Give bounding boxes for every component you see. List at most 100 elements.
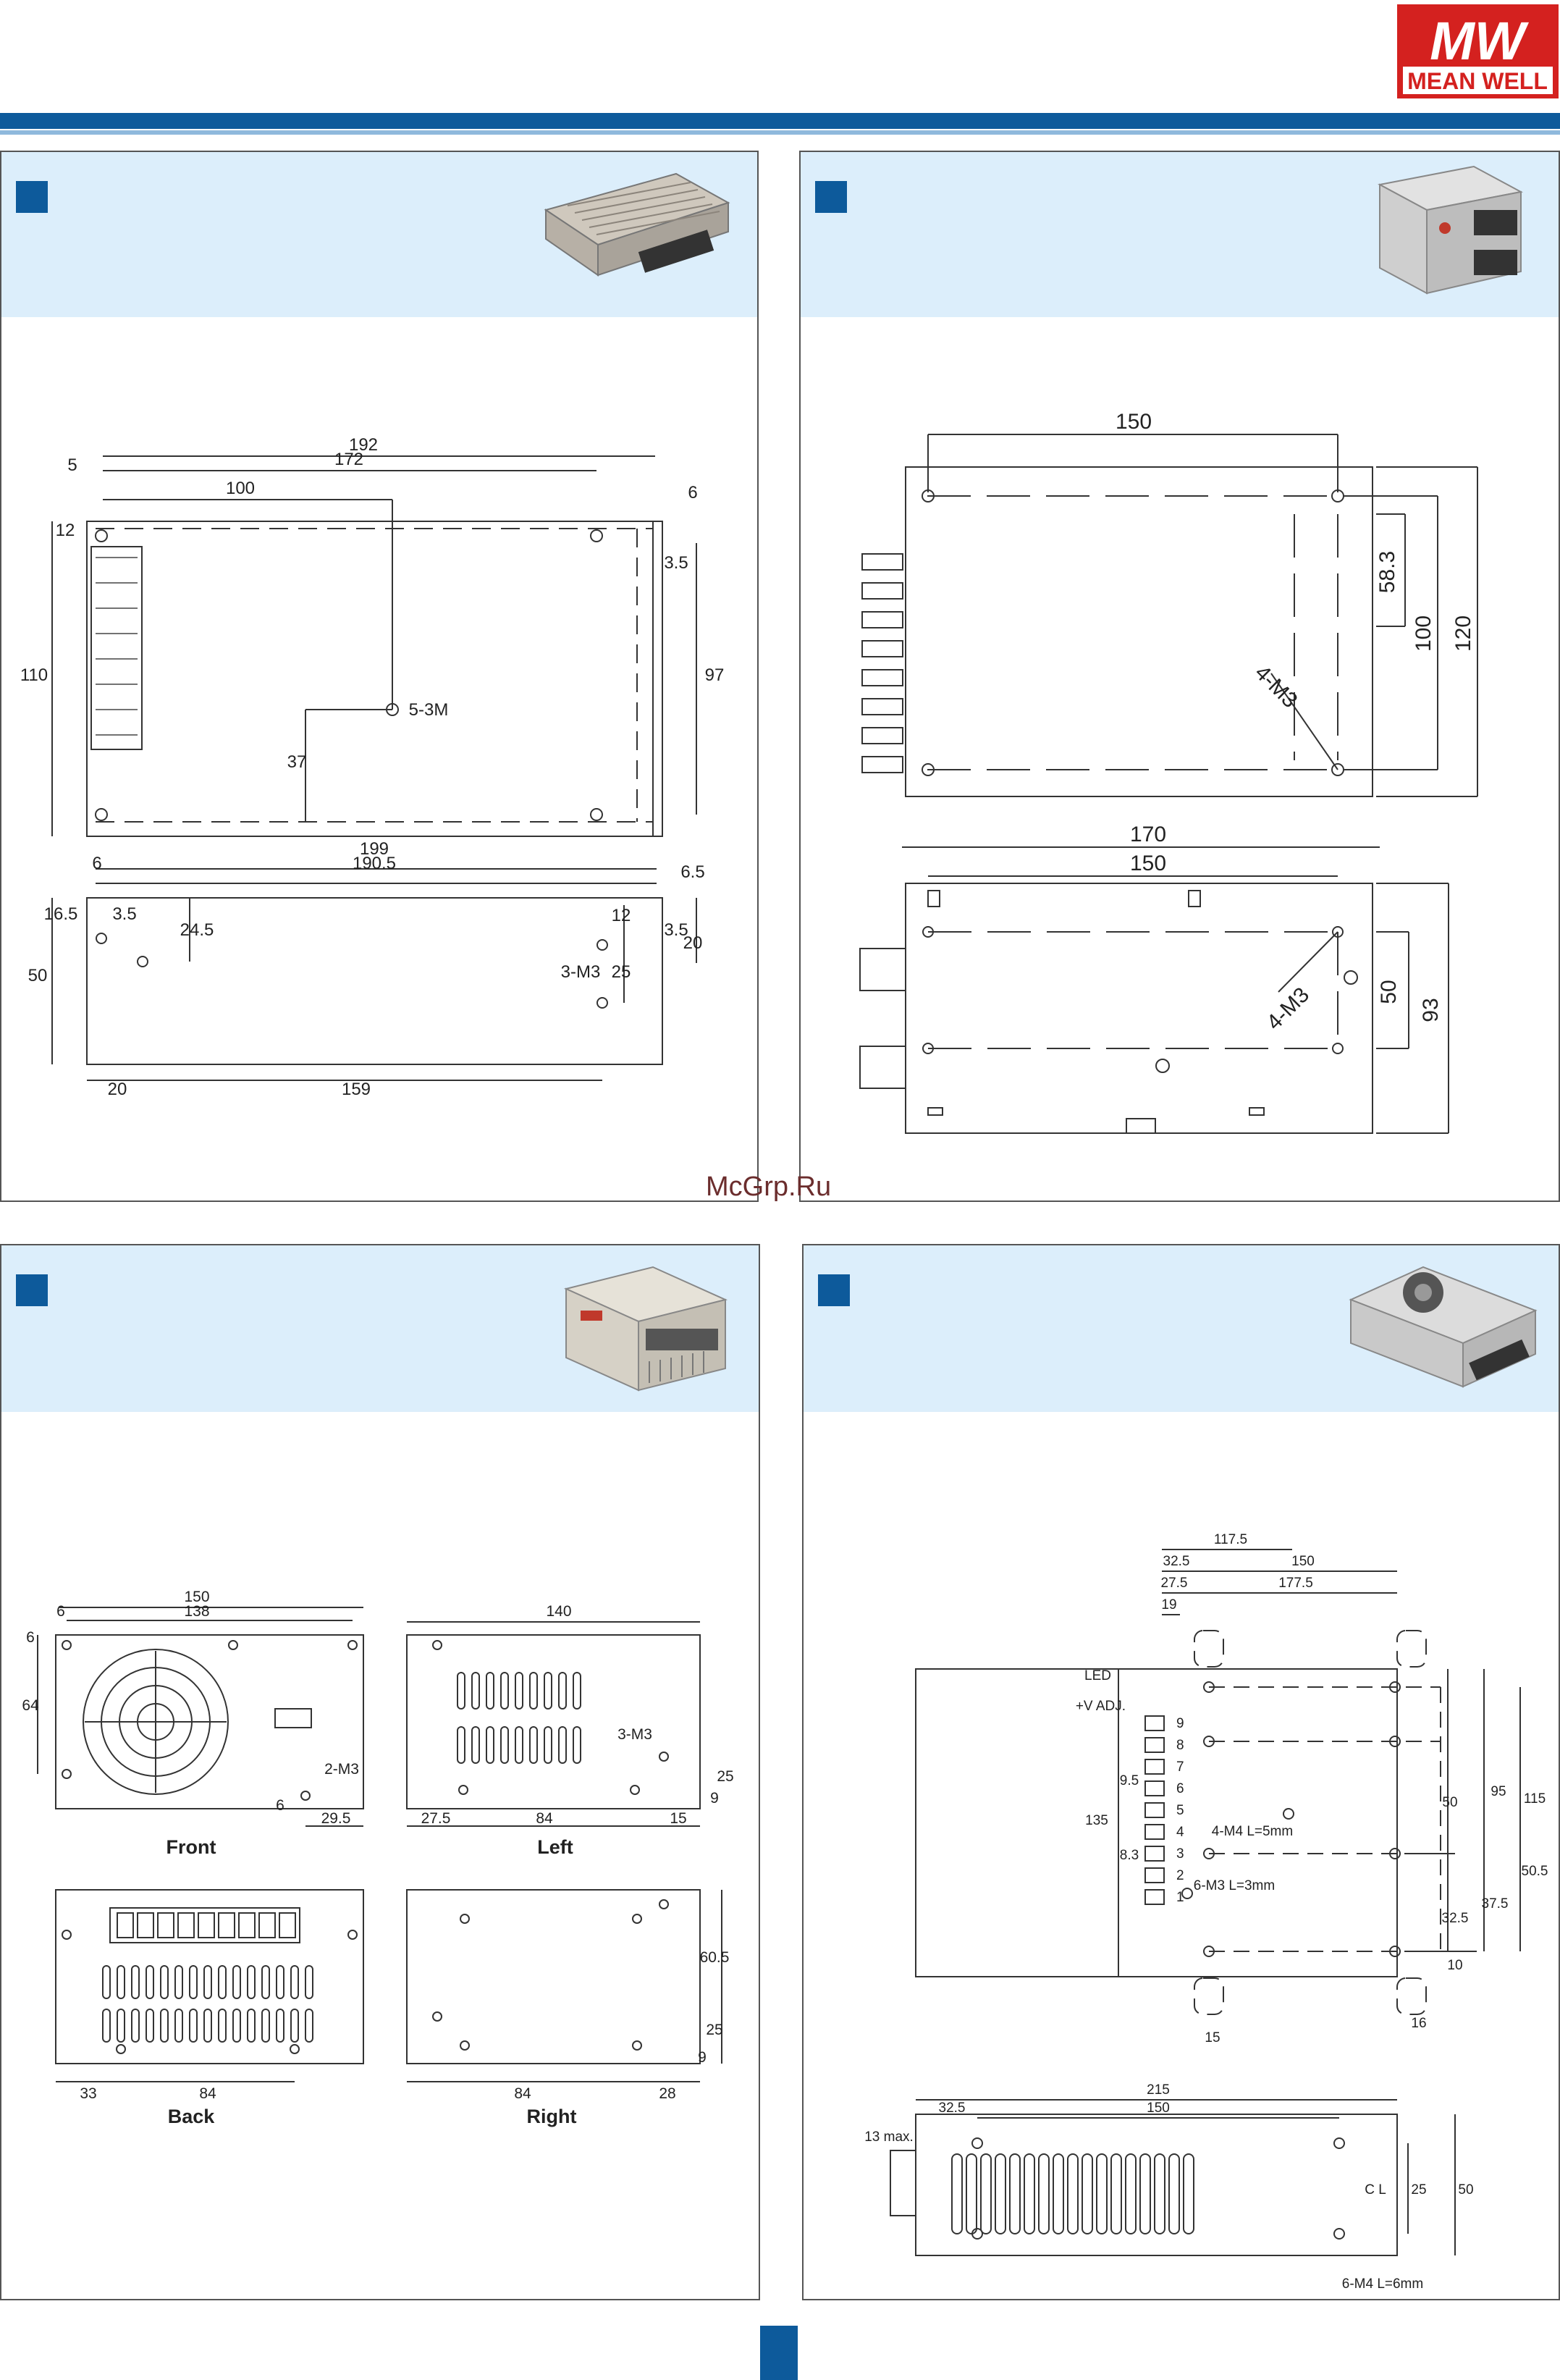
section-marker	[815, 181, 847, 213]
dim-label: 6	[276, 1797, 284, 1814]
terminal-label: 1	[1176, 1890, 1184, 1905]
view-label-left: Left	[537, 1836, 573, 1858]
dim-label: 9	[698, 2049, 707, 2066]
dim-label: 95	[1491, 1784, 1506, 1799]
dim-label: 29.5	[321, 1810, 351, 1827]
dim-label: 150	[1147, 2101, 1170, 2116]
dim-label: 9.5	[1120, 1773, 1139, 1788]
dim-label: 3.5	[664, 553, 688, 573]
dim-label: 50	[1377, 980, 1401, 1004]
dim-label: 37.5	[1482, 1896, 1509, 1912]
product-photo	[539, 167, 735, 286]
dim-label: 32.5	[1163, 1554, 1190, 1569]
dim-label: 5	[67, 455, 77, 475]
terminal-label: 8	[1176, 1738, 1184, 1753]
dim-label: 4-M4 L=5mm	[1212, 1824, 1293, 1839]
dim-label: 50	[1458, 2182, 1473, 2198]
dim-label: 192	[349, 435, 378, 455]
dimension-drawing: 117.5 32.5 150 27.5 177.5 19 135 9.5 8.3…	[864, 1532, 1548, 2292]
led-label: LED	[1084, 1668, 1111, 1683]
dim-label: 138	[184, 1603, 209, 1620]
panel-top-right: 150 58.3 100 120 4-M3 170 150 4-M3 50 93	[799, 151, 1560, 1202]
view-label-back: Back	[168, 2106, 216, 2127]
dim-label: 115	[1524, 1791, 1546, 1807]
dim-label: 6	[92, 854, 101, 873]
dim-label: 6-M3 L=3mm	[1194, 1878, 1275, 1893]
dim-label: 3-M3	[561, 962, 601, 982]
dim-label: 117.5	[1214, 1532, 1247, 1547]
dim-label: 24.5	[180, 920, 214, 940]
dim-label: 4-M3	[1262, 983, 1314, 1035]
mean-well-logo: MW MEAN WELL	[1397, 4, 1559, 98]
logo-text: MEAN WELL	[1407, 68, 1548, 94]
dim-label: 19	[1161, 1597, 1176, 1612]
dim-label: 50	[1442, 1795, 1457, 1810]
dim-label: 16.5	[44, 904, 78, 924]
dim-label: 159	[342, 1080, 371, 1099]
dim-label: 150	[1130, 851, 1166, 875]
dim-label: 3.5	[112, 904, 136, 924]
dim-label: 150	[184, 1589, 209, 1605]
vadj-label: +V ADJ.	[1076, 1699, 1126, 1714]
dim-label: 140	[546, 1603, 571, 1620]
dim-label: 28	[659, 2085, 675, 2102]
panel-bottom-left: 150 138 6 6 64 2-M3 6 29.5 140 3-M3 25 2…	[0, 1244, 760, 2300]
dim-label: 93	[1419, 998, 1443, 1022]
logo-mark: MW	[1430, 11, 1530, 71]
dim-label: 50.5	[1522, 1864, 1548, 1879]
terminal-label: 3	[1176, 1846, 1184, 1862]
dim-label: 27.5	[1161, 1576, 1188, 1591]
dim-label: 6	[26, 1629, 35, 1646]
dim-label: 135	[1085, 1813, 1108, 1828]
dim-label: 15	[1205, 2030, 1220, 2045]
terminal-label: 5	[1176, 1803, 1184, 1818]
dim-label: 32.5	[939, 2101, 966, 2116]
header-bar	[0, 113, 1560, 129]
dim-label: 150	[1291, 1554, 1315, 1569]
dim-label: 13 max.	[864, 2129, 914, 2145]
view-label-right: Right	[527, 2106, 577, 2127]
dim-label: 8.3	[1120, 1848, 1139, 1863]
header-line	[0, 130, 1560, 135]
dim-label: 60.5	[700, 1949, 730, 1966]
dim-label: 172	[334, 450, 363, 469]
dim-label: 32.5	[1442, 1911, 1469, 1926]
dim-label: 25	[612, 962, 631, 982]
dim-label: 177.5	[1278, 1576, 1313, 1591]
panel-top-left: 192 172 100 5 12 6 3.5 110 97 37 5-3M 19…	[0, 151, 759, 1202]
dim-label: 84	[199, 2085, 216, 2102]
dim-label: 120	[1451, 615, 1475, 652]
watermark: McGrp.Ru	[706, 1172, 832, 1202]
dim-label: 64	[22, 1697, 39, 1714]
dim-label: 170	[1130, 823, 1166, 846]
dim-label: 190.5	[353, 854, 396, 873]
product-photo	[1344, 1260, 1543, 1401]
dim-label: 12	[612, 906, 631, 925]
section-marker	[16, 181, 48, 213]
dimension-drawing: 150 138 6 6 64 2-M3 6 29.5 140 3-M3 25 2…	[22, 1589, 733, 2127]
dim-label: 199	[360, 839, 389, 859]
section-marker	[818, 1274, 850, 1306]
page-number-tab	[760, 2326, 798, 2380]
dim-label: 20	[683, 933, 703, 953]
dim-label: 25	[706, 2022, 722, 2038]
product-photo	[559, 1260, 733, 1401]
view-label-front: Front	[166, 1836, 216, 1858]
dim-label: 10	[1447, 1958, 1462, 1973]
dim-label: 6	[56, 1603, 65, 1620]
dim-label: 84	[536, 1810, 553, 1827]
dim-label: 12	[56, 521, 75, 540]
dim-label: 150	[1116, 410, 1152, 434]
dim-label: 100	[1412, 615, 1435, 652]
dim-label: 3-M3	[617, 1726, 652, 1743]
dim-label: 5-3M	[409, 700, 449, 720]
dim-label: 84	[514, 2085, 531, 2102]
dim-label: 15	[670, 1810, 686, 1827]
dim-label: 6-M4 L=6mm	[1342, 2276, 1423, 2292]
cl-label: C L	[1365, 2182, 1386, 2198]
dim-label: 2-M3	[324, 1761, 359, 1778]
dim-label: 100	[226, 479, 255, 498]
panel-bottom-right: 117.5 32.5 150 27.5 177.5 19 135 9.5 8.3…	[802, 1244, 1560, 2300]
terminal-label: 4	[1176, 1825, 1184, 1840]
dim-label: 16	[1411, 2016, 1426, 2031]
